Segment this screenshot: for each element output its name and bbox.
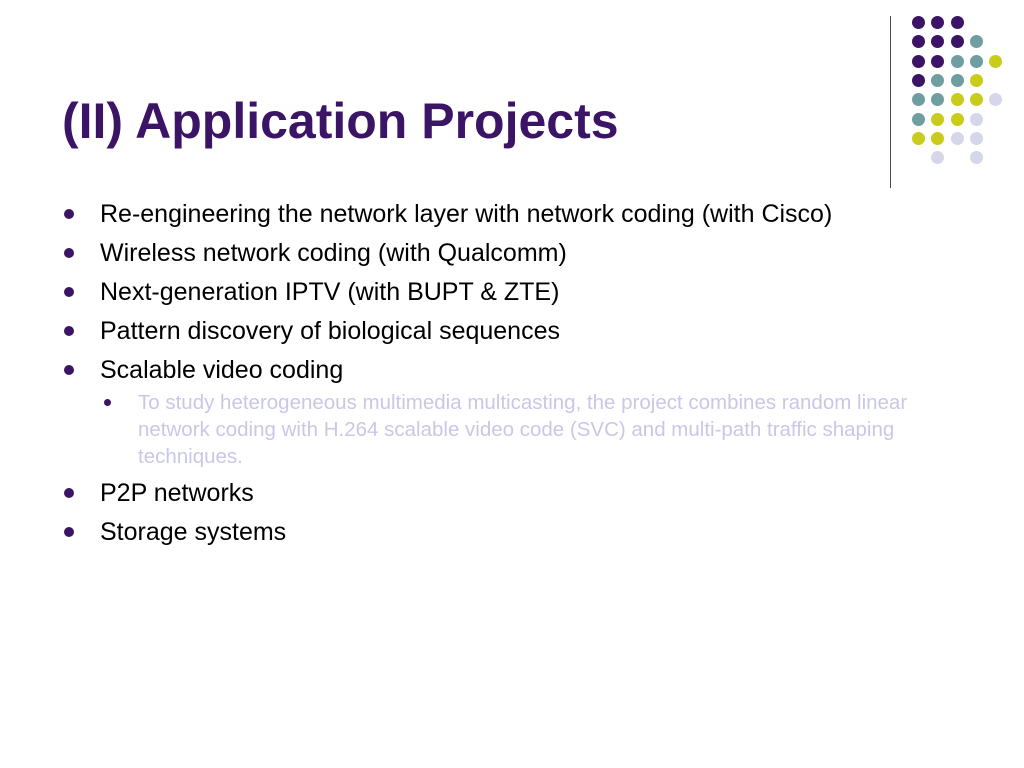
decorative-dot — [931, 113, 944, 126]
bullet-marker — [64, 326, 74, 336]
decorative-dot — [912, 93, 925, 106]
decorative-dot — [970, 55, 983, 68]
sub-bullet-text: To study heterogeneous multimedia multic… — [138, 391, 908, 468]
decorative-dot — [931, 74, 944, 87]
bullet-item: P2P networks — [0, 477, 1024, 509]
sub-bullet-item: To study heterogeneous multimedia multic… — [100, 389, 934, 470]
decorative-dot — [951, 16, 964, 29]
bullet-text: Re-engineering the network layer with ne… — [100, 200, 833, 228]
bullet-marker — [64, 209, 74, 219]
decorative-dot — [931, 35, 944, 48]
decorative-dot — [931, 93, 944, 106]
bullet-item: Re-engineering the network layer with ne… — [0, 198, 1024, 230]
bullet-marker — [64, 287, 74, 297]
decorative-dot — [951, 55, 964, 68]
bullet-text: Wireless network coding (with Qualcomm) — [100, 239, 567, 267]
decorative-dot — [931, 55, 944, 68]
decorative-dot — [951, 132, 964, 145]
decorative-dot — [989, 93, 1002, 106]
decorative-dot — [931, 151, 944, 164]
bullet-marker — [64, 527, 74, 537]
decorative-dot — [931, 16, 944, 29]
title-divider-line — [890, 16, 891, 188]
bullet-list: Re-engineering the network layer with ne… — [0, 198, 1024, 555]
bullet-item: Scalable video coding To study heterogen… — [0, 354, 1024, 470]
bullet-text: Pattern discovery of biological sequence… — [100, 317, 560, 345]
decorative-dot — [970, 132, 983, 145]
decorative-dot — [951, 74, 964, 87]
bullet-text: Storage systems — [100, 518, 287, 546]
bullet-marker — [64, 365, 74, 375]
bullet-text: Next-generation IPTV (with BUPT & ZTE) — [100, 278, 560, 306]
decorative-dot — [970, 151, 983, 164]
sub-bullet-list: To study heterogeneous multimedia multic… — [100, 389, 914, 470]
decorative-dot — [912, 74, 925, 87]
decorative-dot — [970, 35, 983, 48]
bullet-marker — [64, 248, 74, 258]
decorative-dot — [912, 35, 925, 48]
decorative-dot — [912, 55, 925, 68]
decorative-dot — [912, 16, 925, 29]
bullet-text: P2P networks — [100, 479, 254, 507]
bullet-marker — [64, 488, 74, 498]
bullet-item: Wireless network coding (with Qualcomm) — [0, 237, 1024, 269]
slide-title: (II) Application Projects — [62, 93, 619, 149]
bullet-item: Next-generation IPTV (with BUPT & ZTE) — [0, 276, 1024, 308]
bullet-item: Pattern discovery of biological sequence… — [0, 315, 1024, 347]
sub-bullet-marker — [104, 399, 111, 406]
decorative-dot — [912, 132, 925, 145]
decorative-dot — [951, 35, 964, 48]
decorative-dot — [951, 93, 964, 106]
bullet-text: Scalable video coding — [100, 356, 344, 384]
decorative-dot — [931, 132, 944, 145]
decorative-dot — [989, 55, 1002, 68]
decorative-dot — [970, 74, 983, 87]
bullet-item: Storage systems — [0, 516, 1024, 548]
decorative-dot — [951, 113, 964, 126]
decorative-dot — [970, 93, 983, 106]
decorative-dot — [912, 113, 925, 126]
decorative-dot — [970, 113, 983, 126]
